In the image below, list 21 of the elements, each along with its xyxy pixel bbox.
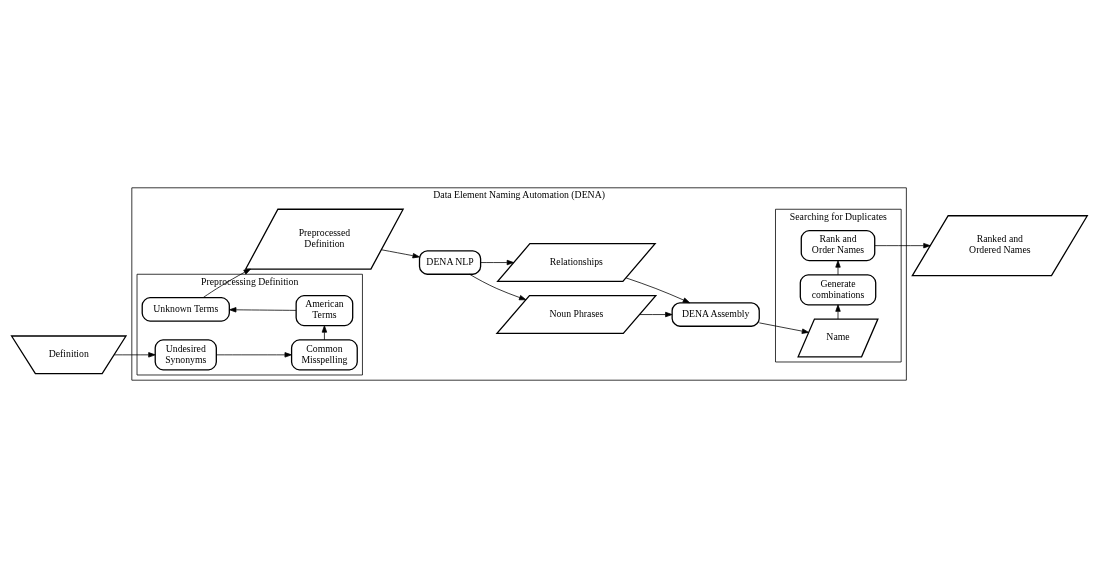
node-box: Rank and Order Names — [800, 229, 876, 261]
arrow — [229, 306, 297, 312]
arrow — [113, 351, 156, 357]
node-box: Generate combinations — [799, 273, 877, 305]
arrow — [835, 303, 841, 319]
arrow — [216, 351, 292, 357]
arrow — [758, 321, 810, 334]
node-box: DENA Assembly — [671, 301, 760, 327]
node-box: Common Misspelling — [290, 338, 358, 370]
arrow — [874, 242, 931, 248]
arrow — [321, 324, 328, 340]
node-box: American Terms — [295, 294, 354, 326]
arrow — [469, 273, 527, 300]
arrow — [381, 248, 420, 258]
node-box: Undesired Synonyms — [154, 338, 217, 370]
node-box: DENA NLP — [418, 249, 482, 275]
arrow — [835, 259, 841, 275]
arrow — [639, 311, 673, 317]
node-box: Unknown Terms — [141, 296, 230, 322]
arrow — [625, 277, 691, 303]
arrow — [480, 259, 514, 265]
